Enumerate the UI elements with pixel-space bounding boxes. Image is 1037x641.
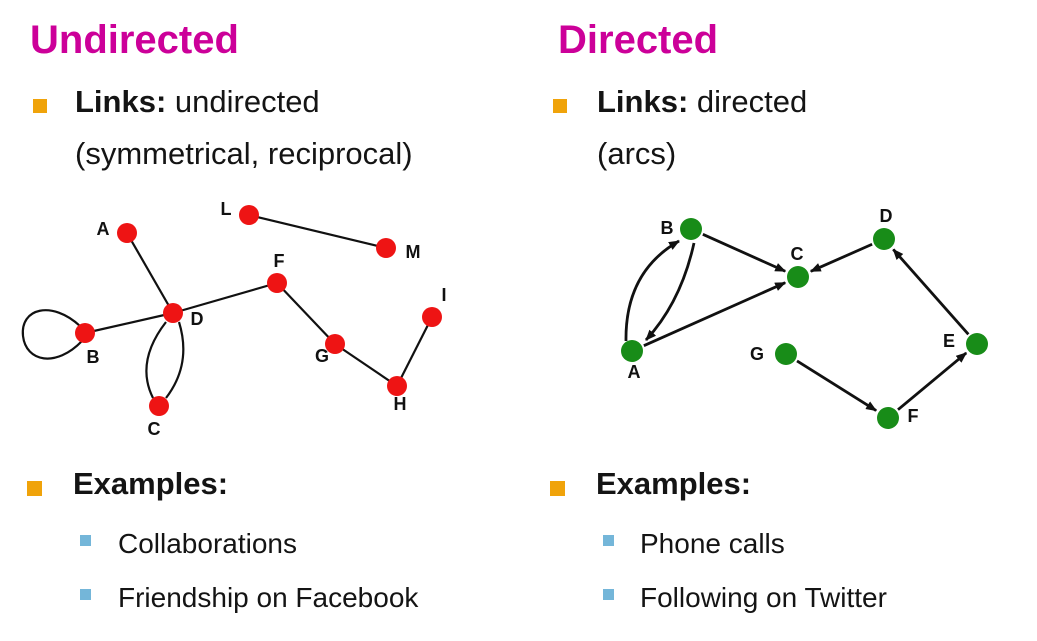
edge-E-D: [892, 248, 970, 336]
bullet-square-icon: [553, 99, 567, 113]
directed-example-item: Following on Twitter: [640, 582, 887, 613]
self-loop-B: [21, 309, 83, 360]
node-E: [966, 333, 988, 355]
node-C: [787, 266, 809, 288]
node-label-A: A: [628, 362, 641, 382]
node-label-C: C: [148, 419, 161, 439]
node-D: [873, 228, 895, 250]
edge-F-E: [897, 351, 968, 411]
edge-A-D: [126, 232, 174, 314]
arc-A-to-B: [624, 239, 680, 342]
edge-D-C: [809, 242, 873, 273]
node-F: [267, 273, 287, 293]
directed-links-line: Links: directed: [597, 84, 807, 120]
node-label-M: M: [406, 242, 421, 262]
directed-links-line2: (arcs): [597, 136, 677, 171]
node-label-D: D: [880, 206, 893, 226]
bullet-square-icon: [550, 481, 565, 496]
directed-examples-heading: Examples:: [596, 466, 752, 501]
undirected-examples-heading: Examples:: [73, 466, 229, 501]
directed-graph: A B C D E F G: [621, 206, 988, 429]
links-label: Links:: [75, 84, 167, 119]
edge-B-D: [84, 311, 174, 335]
undirected-example-item: Friendship on Facebook: [118, 582, 419, 613]
node-F: [877, 407, 899, 429]
edge-G-H: [334, 343, 398, 387]
undirected-links-line: Links: undirected: [75, 84, 320, 120]
node-label-B: B: [661, 218, 674, 238]
bullet-square-icon: [33, 99, 47, 113]
node-label-D: D: [191, 309, 204, 329]
node-M: [376, 238, 396, 258]
node-B: [75, 323, 95, 343]
links-text: undirected: [166, 84, 320, 119]
node-A: [117, 223, 137, 243]
multi-edge-C-D-right: [165, 321, 185, 399]
node-B: [680, 218, 702, 240]
node-label-I: I: [441, 285, 446, 305]
node-label-L: L: [221, 199, 232, 219]
edge-F-G: [276, 282, 336, 345]
node-label-B: B: [87, 347, 100, 367]
undirected-heading: Undirected: [30, 18, 239, 62]
edge-A-C: [643, 281, 787, 347]
node-H: [387, 376, 407, 396]
directed-heading: Directed: [558, 18, 719, 62]
node-label-F: F: [908, 406, 919, 426]
edge-G-F: [796, 359, 877, 412]
node-L: [239, 205, 259, 225]
node-label-G: G: [315, 346, 329, 366]
node-D: [163, 303, 183, 323]
sub-bullet-square-icon: [80, 589, 91, 600]
directed-example-item: Phone calls: [640, 528, 785, 559]
edge-H-I: [396, 316, 433, 387]
links-text: directed: [688, 84, 808, 119]
node-label-E: E: [943, 331, 955, 351]
node-label-F: F: [274, 251, 285, 271]
undirected-links-line2: (symmetrical, reciprocal): [75, 136, 413, 171]
undirected-graph: A B C D F G H I L M: [21, 199, 447, 439]
arc-B-to-A: [644, 242, 696, 341]
edge-L-M: [248, 213, 387, 250]
node-label-A: A: [97, 219, 110, 239]
node-C: [149, 396, 169, 416]
sub-bullet-square-icon: [603, 535, 614, 546]
edge-D-F: [172, 281, 278, 315]
node-G: [325, 334, 345, 354]
edge-B-C: [702, 233, 787, 273]
sub-bullet-square-icon: [603, 589, 614, 600]
sub-bullet-square-icon: [80, 535, 91, 546]
bullet-square-icon: [27, 481, 42, 496]
node-G: [775, 343, 797, 365]
node-label-C: C: [791, 244, 804, 264]
undirected-example-item: Collaborations: [118, 528, 297, 559]
node-label-H: H: [394, 394, 407, 414]
node-label-G: G: [750, 344, 764, 364]
node-I: [422, 307, 442, 327]
node-A: [621, 340, 643, 362]
multi-edge-C-D-left: [145, 321, 167, 399]
links-label: Links:: [597, 84, 689, 119]
